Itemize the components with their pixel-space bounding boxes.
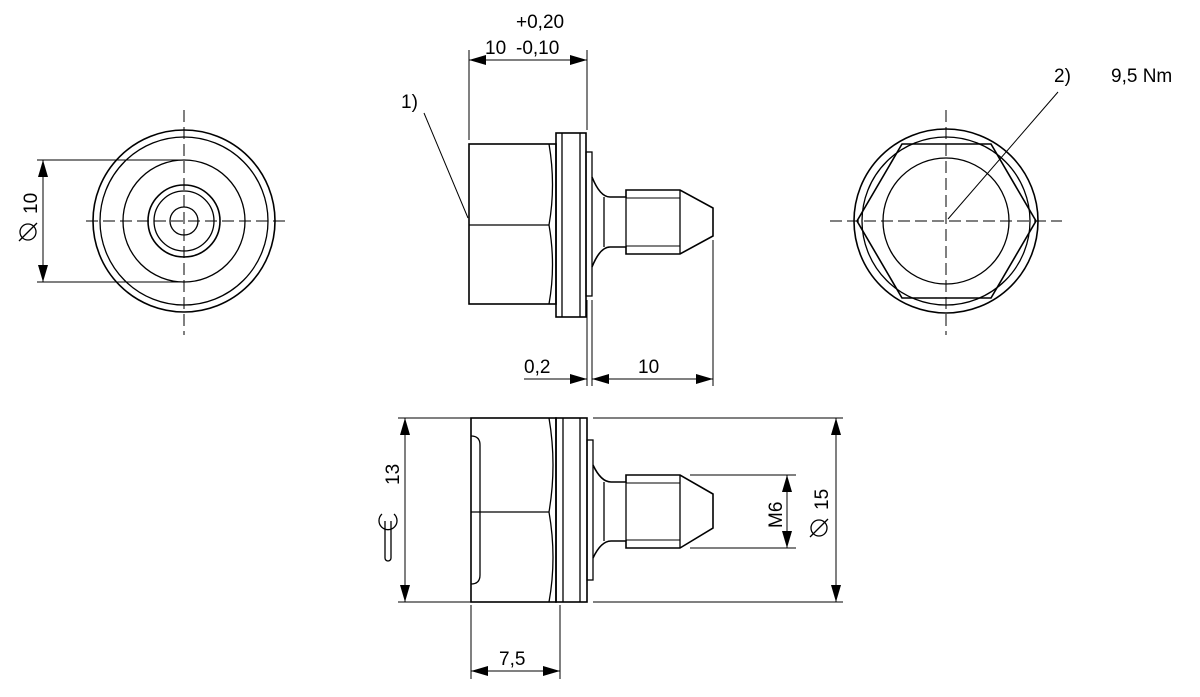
note-2-label: 2) — [1054, 66, 1071, 87]
wrench-size-symbol — [378, 513, 398, 562]
length-dimension-label: 10 — [638, 357, 659, 378]
left-end-view: 10 — [18, 110, 285, 335]
diameter-symbol — [809, 518, 829, 538]
side-view: 10 +0,20 -0,10 1) 0,2 10 — [401, 12, 714, 386]
torque-label: 9,5 Nm — [1111, 66, 1172, 87]
nominal-width-label: 10 — [485, 38, 506, 59]
diameter-symbol — [18, 222, 38, 242]
tolerance-upper-label: +0,20 — [516, 12, 564, 33]
note-1-label: 1) — [401, 92, 418, 113]
diameter-10-label: 10 — [21, 193, 42, 214]
wrench-13-label: 13 — [383, 464, 404, 485]
right-end-view: 2) 9,5 Nm — [830, 66, 1172, 335]
diameter-15-label: 15 — [812, 489, 833, 510]
width-7-5-label: 7,5 — [499, 649, 525, 670]
thread-m6-label: M6 — [766, 502, 787, 528]
tolerance-lower-label: -0,10 — [516, 38, 559, 59]
bottom-side-view: 13 M6 15 7,5 — [378, 417, 843, 679]
gap-dimension-label: 0,2 — [524, 357, 550, 378]
